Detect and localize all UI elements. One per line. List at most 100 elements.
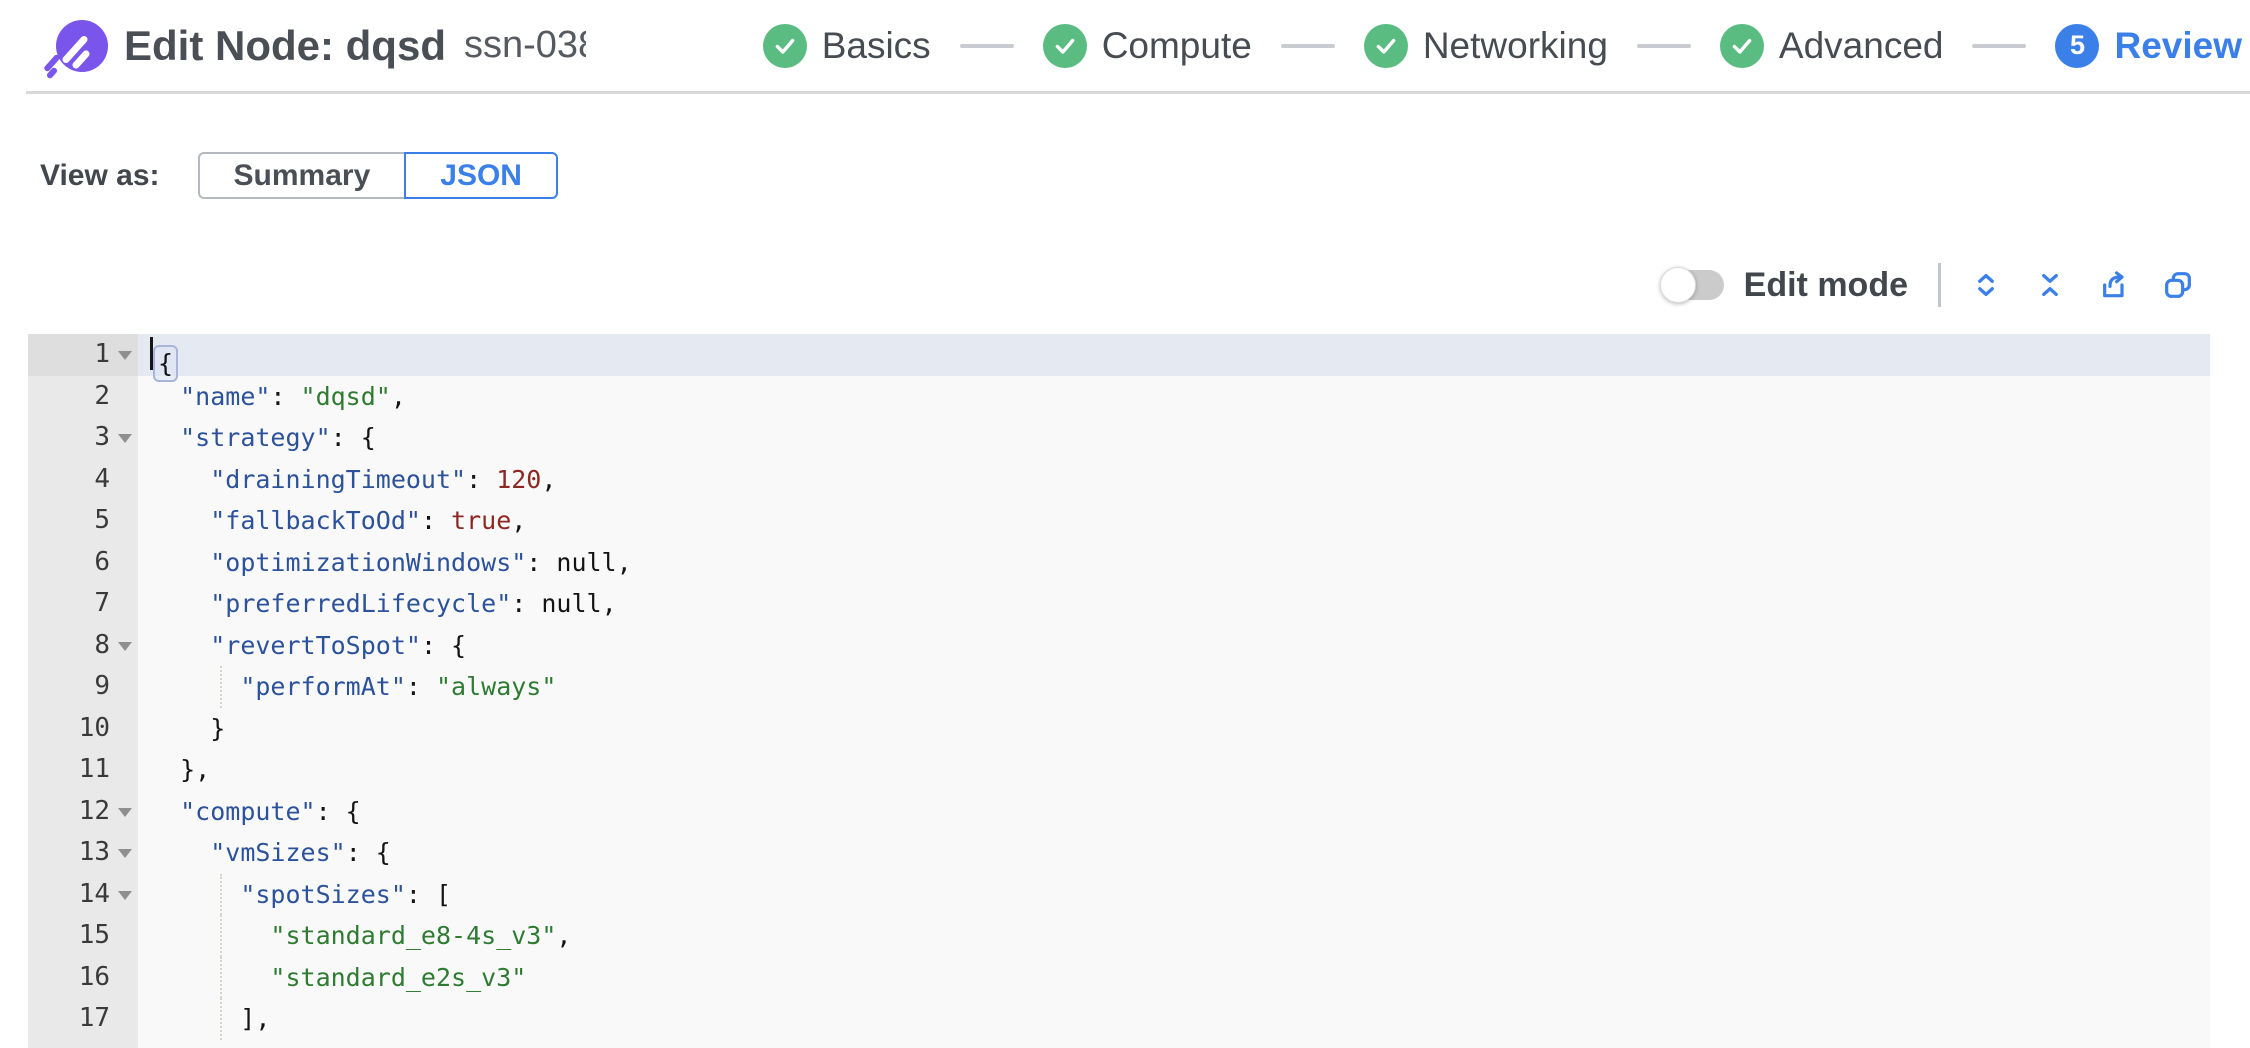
indent-guide: [220, 956, 222, 998]
fold-arrow-icon[interactable]: [118, 434, 132, 443]
code-line[interactable]: 4 "drainingTimeout": 120,: [28, 459, 2210, 501]
code-token: : [: [405, 879, 452, 909]
code-token: "standard_e2s_v3": [270, 962, 527, 992]
toggle-knob[interactable]: [1659, 267, 1696, 303]
stepper-step-basics[interactable]: Basics: [762, 23, 931, 68]
code-token: [150, 672, 240, 701]
code-line[interactable]: 6 "optimizationWindows": null,: [28, 542, 2210, 584]
line-number: 3: [28, 417, 138, 459]
line-number: 14: [28, 874, 138, 916]
fold-arrow-icon[interactable]: [118, 849, 132, 858]
code-content[interactable]: "spotSizes": [: [138, 873, 2210, 915]
code-token: :: [420, 506, 452, 535]
code-content[interactable]: }: [138, 708, 2210, 750]
view-as-json-button[interactable]: JSON: [404, 152, 558, 199]
code-token: :: [270, 381, 301, 411]
code-content[interactable]: "vmSizes": {: [138, 832, 2210, 874]
export-icon[interactable]: [2097, 268, 2131, 302]
step-connector: [1280, 43, 1335, 48]
code-content[interactable]: "name": "dqsd",: [138, 376, 2210, 418]
code-content[interactable]: {: [138, 334, 2210, 382]
code-line[interactable]: 5 "fallbackToOd": true,: [28, 500, 2210, 542]
code-token: [150, 838, 210, 867]
code-line[interactable]: 10 }: [28, 708, 2210, 750]
code-line[interactable]: 11 },: [28, 749, 2210, 791]
fold-icon[interactable]: [2033, 268, 2067, 302]
code-token: ,: [511, 506, 527, 535]
line-number: 4: [94, 463, 110, 494]
fold-arrow-icon[interactable]: [118, 890, 132, 900]
code-content[interactable]: },: [138, 749, 2210, 791]
code-token: "revertToSpot": [210, 630, 421, 660]
fold-arrow-icon[interactable]: [118, 351, 132, 360]
code-token: "name": [180, 381, 271, 411]
step-connector: [1636, 43, 1691, 48]
json-toolbar: Edit mode: [1659, 262, 2195, 308]
code-content[interactable]: "fallbackToOd": true,: [138, 500, 2210, 542]
line-number: 11: [78, 754, 110, 784]
wizard-stepper: Basics Compute Networking Advanced 5 Review: [762, 23, 2242, 68]
code-token: "dqsd": [300, 381, 391, 411]
stepper-step-networking[interactable]: Networking: [1363, 23, 1608, 68]
code-content[interactable]: "preferredLifecycle": null,: [138, 583, 2210, 625]
edit-mode-toggle[interactable]: [1659, 267, 1724, 303]
toolbar-divider: [1938, 263, 1941, 307]
code-line[interactable]: 8 "revertToSpot": {: [28, 625, 2210, 667]
code-line[interactable]: 17 ],: [28, 998, 2210, 1040]
code-line[interactable]: 15 "standard_e8-4s_v3",: [28, 915, 2210, 957]
line-number: 6: [94, 546, 110, 577]
step-number-badge: 5: [2055, 23, 2100, 68]
unfold-icon[interactable]: [1969, 268, 2003, 302]
code-content[interactable]: "drainingTimeout": 120,: [138, 459, 2210, 501]
step-label: Review: [2114, 24, 2242, 66]
fold-arrow-icon[interactable]: [118, 807, 132, 817]
view-as-summary-button[interactable]: Summary: [197, 152, 407, 199]
code-content[interactable]: "performAt": "always": [138, 666, 2210, 708]
spot-logo-icon: [43, 16, 108, 79]
code-token: [150, 423, 180, 452]
stepper-step-advanced[interactable]: Advanced: [1719, 23, 1943, 68]
code-content[interactable]: "strategy": {: [138, 417, 2210, 459]
code-line[interactable]: 16 "standard_e2s_v3": [28, 956, 2210, 998]
fold-arrow-icon[interactable]: [118, 641, 132, 651]
stepper-step-compute[interactable]: Compute: [1042, 23, 1252, 68]
code-token: ,: [541, 464, 557, 494]
code-token: [150, 921, 270, 950]
code-line[interactable]: 3 "strategy": {: [28, 417, 2210, 459]
code-token: "always": [436, 672, 557, 701]
code-line[interactable]: 7 "preferredLifecycle": null,: [28, 583, 2210, 625]
code-content[interactable]: "optimizationWindows": null,: [138, 542, 2210, 584]
code-token: [150, 382, 180, 411]
code-token: ,: [601, 589, 617, 618]
stepper-step-review[interactable]: 5 Review: [2055, 23, 2242, 68]
code-line[interactable]: 12 "compute": {: [28, 791, 2210, 833]
code-token: 120: [496, 464, 542, 494]
editor-gutter: [28, 334, 138, 1048]
code-line[interactable]: 13 "vmSizes": {: [28, 832, 2210, 874]
json-editor[interactable]: 1{2 "name": "dqsd",3 "strategy": {4 "dra…: [28, 334, 2210, 1048]
indent-guide: [220, 998, 222, 1040]
code-content[interactable]: ],: [138, 998, 2210, 1040]
code-content[interactable]: "standard_e2s_v3": [138, 956, 2210, 998]
line-number: 12: [28, 791, 138, 833]
code-token: ,: [390, 381, 406, 411]
code-token: : {: [420, 630, 467, 660]
code-token: : {: [330, 423, 376, 452]
code-token: "drainingTimeout": [210, 464, 467, 494]
code-content[interactable]: "revertToSpot": {: [138, 625, 2210, 667]
code-line[interactable]: 2 "name": "dqsd",: [28, 376, 2210, 418]
code-token: [150, 548, 210, 577]
code-token: null: [541, 589, 602, 618]
line-number: 5: [94, 505, 110, 535]
copy-icon[interactable]: [2161, 268, 2195, 302]
code-line[interactable]: 1{: [28, 334, 2210, 382]
code-line[interactable]: 9 "performAt": "always": [28, 666, 2210, 708]
code-line[interactable]: 14 "spotSizes": [: [28, 873, 2210, 916]
indent-guide: [220, 873, 222, 915]
indent-guide: [220, 915, 222, 957]
code-content[interactable]: "standard_e8-4s_v3",: [138, 915, 2210, 957]
code-token: true: [451, 506, 512, 535]
code-content[interactable]: "compute": {: [138, 791, 2210, 833]
